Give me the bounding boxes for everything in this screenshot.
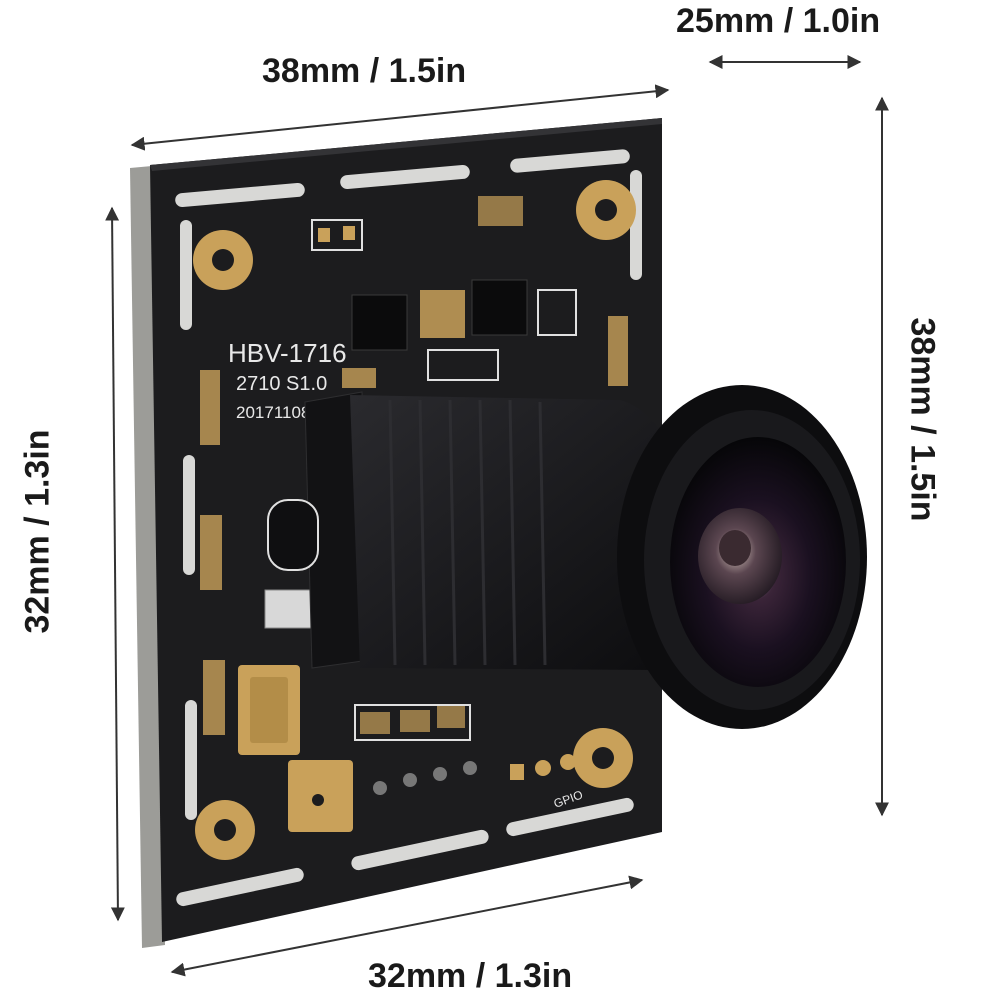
mounting-pads xyxy=(193,180,636,860)
depth-label: 25mm / 1.0in xyxy=(676,2,881,40)
top-width-label: 38mm / 1.5in xyxy=(262,52,467,90)
silk-revision: 2710 S1.0 xyxy=(236,373,327,395)
top-width-arrow xyxy=(130,84,670,151)
smd-components xyxy=(200,196,628,741)
pcb-edge xyxy=(130,166,165,948)
lens-barrel xyxy=(350,395,693,670)
mounting-slots xyxy=(175,149,642,907)
header-pins xyxy=(373,754,576,795)
left-height-arrow xyxy=(105,206,125,922)
silk-date: 20171108 xyxy=(236,403,310,422)
silk-model: HBV-1716 xyxy=(228,338,347,368)
bottom-width-arrow xyxy=(170,875,644,977)
